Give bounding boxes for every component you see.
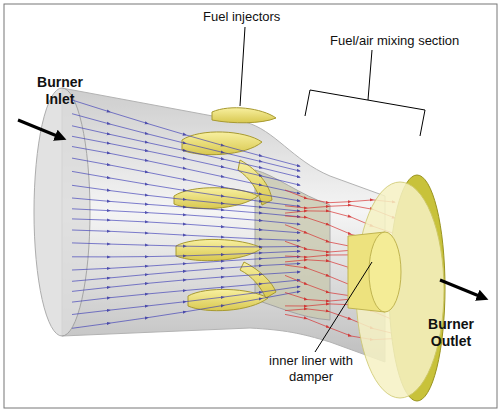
blue-streamline [72, 257, 300, 271]
inlet-arrow [18, 120, 62, 138]
flow-label: Burner Inlet [30, 74, 90, 108]
injector-vane [176, 239, 262, 260]
blue-streamline [72, 243, 300, 247]
frame [4, 4, 497, 408]
inlet-opening [34, 88, 90, 336]
blue-streamline [72, 126, 300, 178]
blue-streamline [72, 272, 300, 292]
blue-streamline [72, 198, 300, 217]
blue-streamline [72, 230, 300, 241]
damper-face [369, 232, 401, 312]
blue-streamline [72, 287, 300, 315]
part-label: inner liner with damper [266, 353, 356, 385]
blue-streamline [72, 114, 300, 171]
fuel-injectors [174, 108, 276, 311]
flow-label: Burner Outlet [418, 316, 484, 350]
section-bracket [305, 90, 425, 136]
burner-casing [62, 88, 385, 362]
leader-line [368, 50, 372, 100]
flow-streamlines [72, 100, 395, 340]
blue-streamline [72, 147, 300, 194]
part-label: Fuel injectors [203, 9, 313, 25]
injector-vane [182, 132, 262, 155]
injector-vane [212, 108, 276, 123]
outlet-arrow [440, 280, 484, 298]
blue-streamline [72, 158, 300, 201]
blue-streamline [72, 251, 300, 257]
blue-streamline [72, 136, 300, 185]
leader-line [315, 262, 372, 352]
section-label: Fuel/air mixing section [330, 33, 500, 49]
leader-line [240, 27, 245, 106]
blue-streamline [72, 219, 300, 233]
blue-streamline [72, 291, 300, 328]
blue-streamline [72, 264, 300, 282]
blue-streamline [72, 209, 300, 225]
